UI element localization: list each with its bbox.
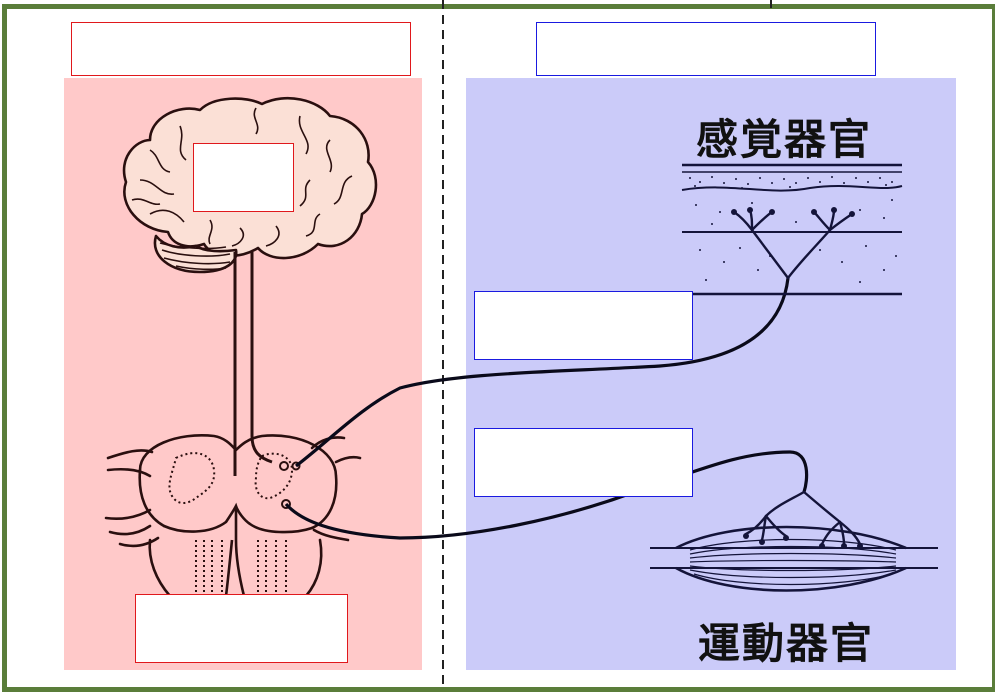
skin-layers-icon: [681, 163, 903, 296]
sensory-organ-label: 感覚器官: [696, 115, 873, 164]
spinal-cord-label-blank[interactable]: [135, 594, 348, 663]
motor-nerve-label-blank[interactable]: [474, 428, 693, 497]
skin-texture-dots: [689, 176, 897, 283]
muscle-icon: [650, 525, 938, 592]
motor-nerve-endings: [744, 490, 862, 546]
peripheral-nervous-system-panel: [466, 78, 956, 670]
spinal-cord-section-icon: [104, 434, 362, 598]
motor-neuron-fiber: [284, 450, 809, 540]
pns-title-blank[interactable]: [536, 22, 876, 76]
brain-label-blank[interactable]: [193, 143, 294, 212]
motor-organ-label: 運動器官: [698, 619, 875, 668]
cns-title-blank[interactable]: [71, 22, 411, 76]
sensory-nerve-label-blank[interactable]: [474, 291, 693, 360]
sensory-nerve-endings: [732, 208, 854, 280]
sensory-neuron-fiber: [295, 277, 790, 468]
